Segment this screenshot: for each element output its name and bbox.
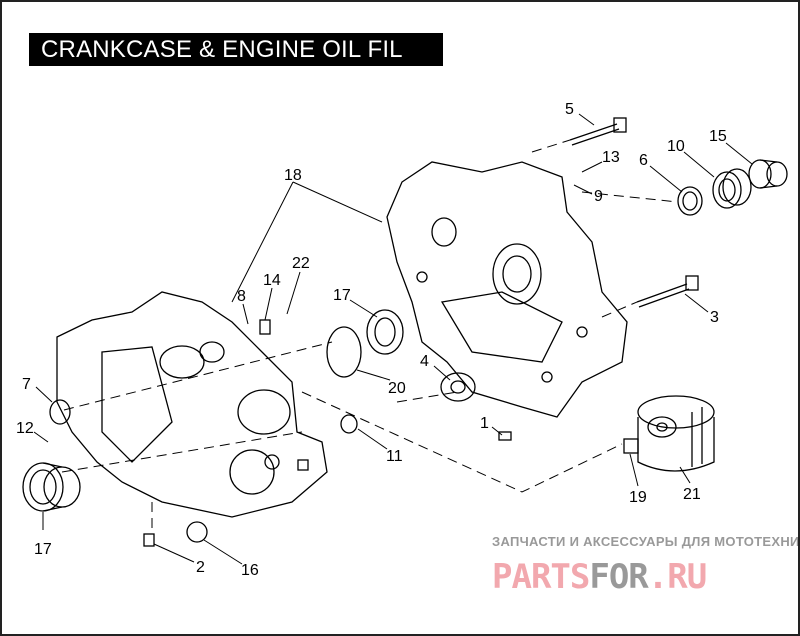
oil-filter-21 (637, 395, 715, 472)
callout-13: 13 (602, 149, 620, 166)
watermark-tagline: ЗАПЧАСТИ И АКСЕССУАРЫ ДЛЯ МОТОТЕХНИКИ (492, 534, 800, 549)
logo-part-ru: .RU (647, 557, 707, 597)
left-crankcase-half (56, 291, 328, 518)
bolt-5 (569, 117, 627, 146)
callout-6: 6 (639, 152, 648, 169)
callout-19: 19 (629, 489, 647, 506)
screw-1 (498, 431, 512, 441)
logo-part-parts: PARTS (492, 557, 590, 597)
diagram-title: CRANKCASE & ENGINE OIL FIL TER (29, 33, 443, 96)
callout-8: 8 (237, 288, 246, 305)
bearing-17-lower (22, 462, 81, 512)
seal-6 (677, 186, 703, 216)
alignment-lines (61, 139, 679, 534)
callout-10: 10 (667, 138, 685, 155)
callout-20: 20 (388, 380, 406, 397)
callout-2: 2 (196, 559, 205, 576)
callout-15: 15 (709, 128, 727, 145)
leader-lines (33, 113, 753, 565)
callout-3: 3 (710, 309, 719, 326)
callout-21: 21 (683, 486, 701, 503)
callout-17-upper: 17 (333, 287, 351, 304)
sensor-14 (259, 319, 271, 335)
bearing-10 (712, 168, 752, 209)
callout-22: 22 (292, 255, 310, 272)
right-crankcase-half (386, 161, 628, 418)
callout-5: 5 (565, 101, 574, 118)
callout-17-lower: 17 (34, 541, 52, 558)
callout-1: 1 (480, 415, 489, 432)
callout-4: 4 (420, 353, 429, 370)
callout-12: 12 (16, 420, 34, 437)
callout-7: 7 (22, 376, 31, 393)
callout-18: 18 (284, 167, 302, 184)
callout-9: 9 (594, 188, 603, 205)
bushing-15 (748, 159, 788, 189)
fitting-11 (340, 414, 358, 434)
filter-adapter-19 (623, 438, 639, 454)
callout-16: 16 (241, 562, 259, 579)
callout-labels: 5 13 9 6 10 15 18 3 17 22 14 8 4 20 7 12… (16, 101, 727, 579)
bearing-4 (440, 372, 476, 402)
watermark-logo: PARTSFOR.RU (492, 557, 707, 597)
callout-14: 14 (263, 272, 281, 289)
retaining-ring-20 (326, 326, 362, 378)
bearing-17-upper (366, 309, 404, 355)
logo-part-for: FOR (589, 557, 648, 597)
bearing-7 (49, 399, 71, 425)
plug-2 (143, 533, 155, 547)
bolt-3 (636, 275, 699, 308)
plug-16 (186, 521, 208, 543)
callout-11: 11 (386, 448, 403, 465)
